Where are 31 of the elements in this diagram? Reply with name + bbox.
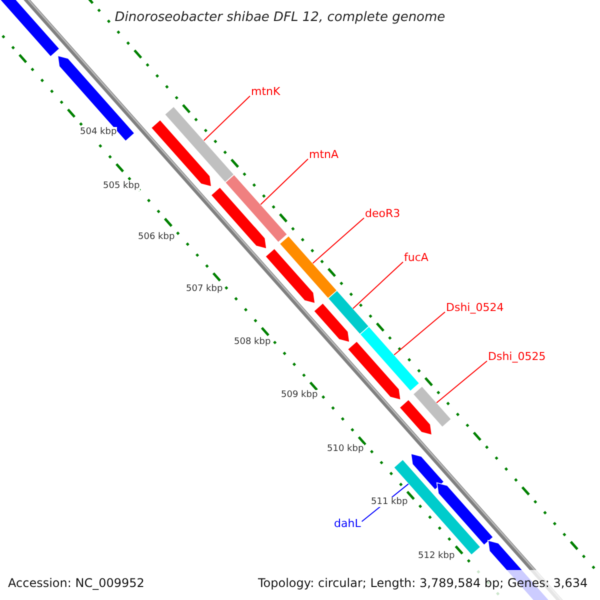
gene-block bbox=[224, 174, 288, 243]
scale-label: 510 kbp bbox=[327, 444, 364, 454]
scale-label: 506 kbp bbox=[138, 232, 175, 242]
footer-text: Accession: NC_009952 bbox=[8, 576, 144, 590]
leader-line bbox=[260, 158, 308, 205]
gene-block bbox=[328, 290, 370, 335]
leader-line bbox=[352, 262, 404, 309]
scale-label: 512 kbp bbox=[418, 551, 455, 561]
scale-label: 509 kbp bbox=[281, 390, 318, 400]
gene-block bbox=[412, 386, 452, 428]
footer-text: Topology: circular; Length: 3,789,584 bp; Genes: 3,634 bbox=[258, 576, 588, 590]
leader-line bbox=[203, 96, 250, 142]
leader-line bbox=[312, 218, 364, 264]
scale-label: 504 kbp bbox=[80, 127, 117, 137]
scale-label: 507 kbp bbox=[186, 284, 223, 294]
leader-line bbox=[394, 312, 446, 356]
scale-label: 511 kbp bbox=[371, 497, 408, 507]
chart-title: Dinoroseobacter shibae DFL 12, complete genome bbox=[114, 10, 446, 25]
scale-label: 508 kbp bbox=[234, 337, 271, 347]
leader-line bbox=[436, 360, 488, 404]
gene-block bbox=[164, 106, 235, 184]
gene-label: dahL bbox=[334, 517, 361, 530]
scale-label: 505 kbp bbox=[103, 181, 140, 191]
gene-block bbox=[359, 326, 420, 392]
gene-label: mtnK bbox=[251, 85, 280, 98]
gene-label: Dshi_0525 bbox=[488, 350, 546, 363]
gene-label: mtnA bbox=[309, 148, 339, 161]
gene-label: fucA bbox=[404, 251, 428, 264]
gene-label: Dshi_0524 bbox=[446, 301, 504, 314]
gene-block bbox=[279, 235, 338, 300]
gene-label: deoR3 bbox=[365, 207, 400, 220]
